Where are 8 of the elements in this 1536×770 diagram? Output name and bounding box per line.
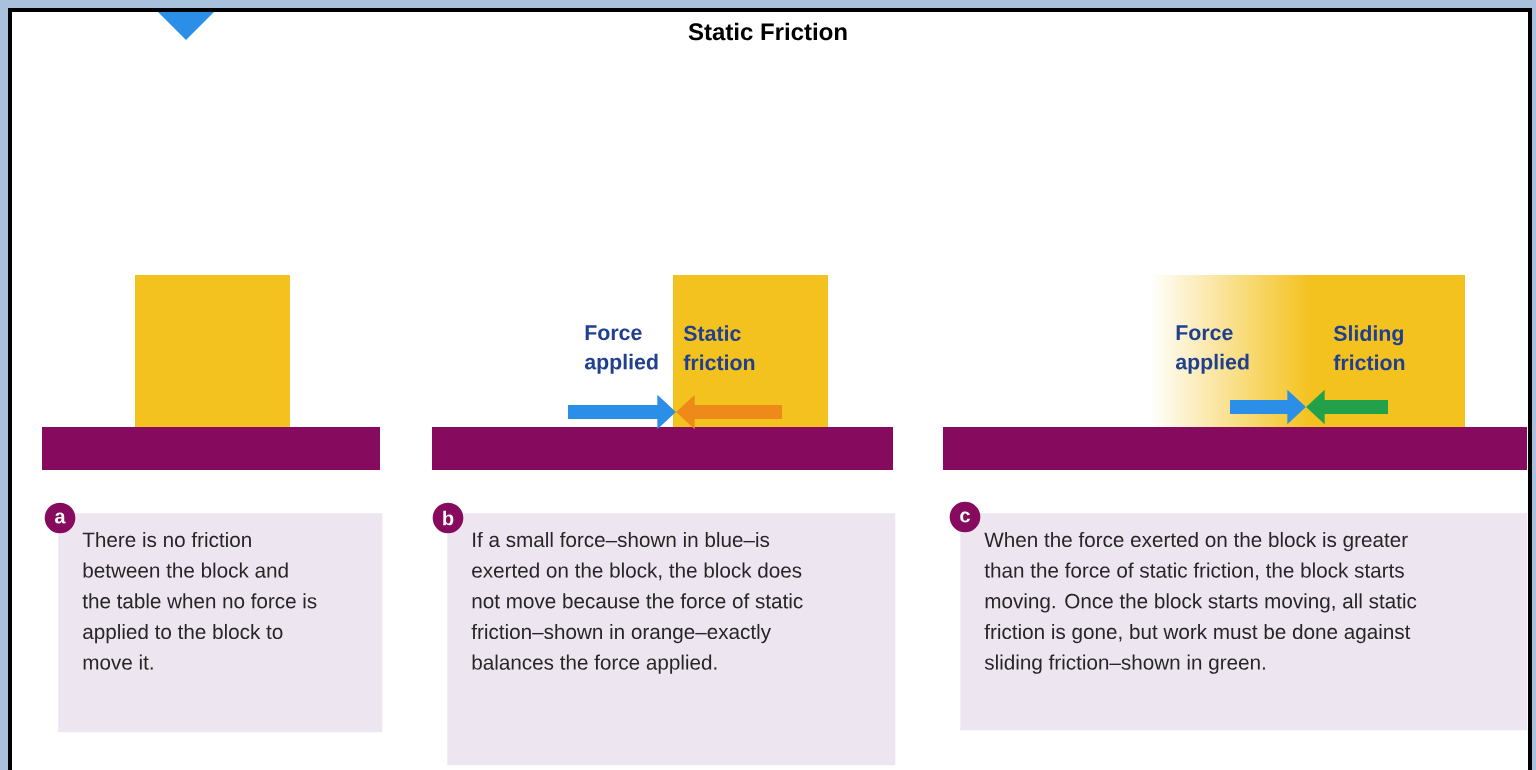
- force-label: Force applied: [1175, 325, 1249, 374]
- letter-badge: b: [432, 502, 464, 534]
- force-label: Static friction: [683, 325, 755, 371]
- force-label: Sliding friction: [1333, 325, 1405, 371]
- letter-badge: c: [949, 501, 981, 533]
- letter-badge: a: [44, 502, 76, 534]
- title: Static Friction: [688, 22, 847, 41]
- force-label: Force applied: [584, 325, 658, 374]
